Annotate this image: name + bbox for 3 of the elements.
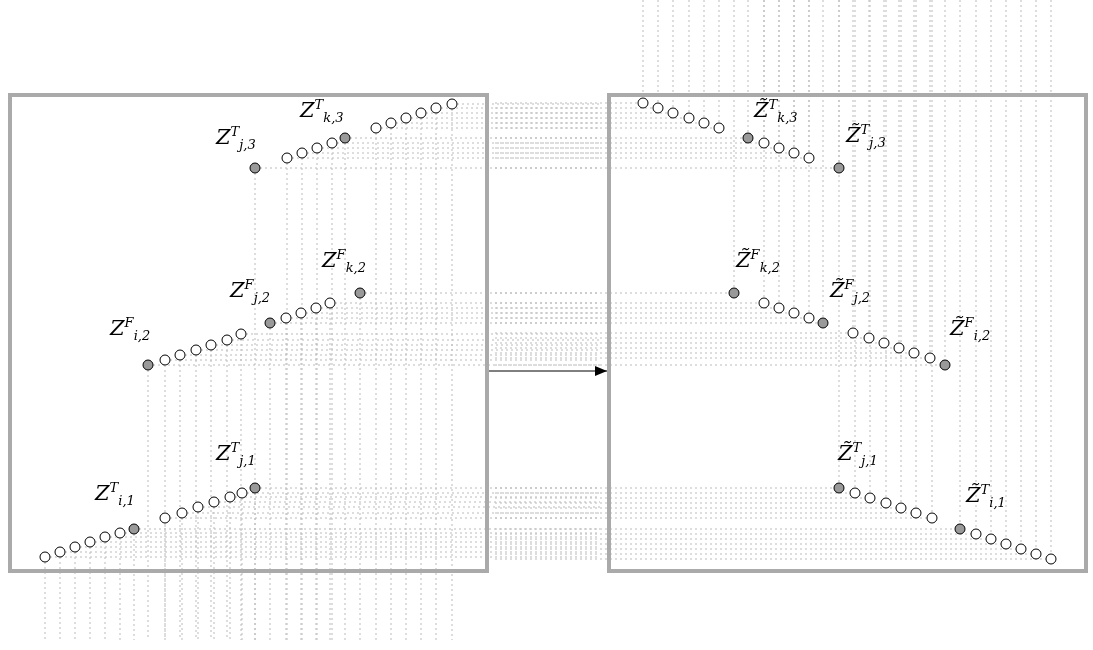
arrow (488, 366, 608, 376)
panel-frame (8, 93, 489, 573)
panel-frame (607, 93, 1088, 573)
